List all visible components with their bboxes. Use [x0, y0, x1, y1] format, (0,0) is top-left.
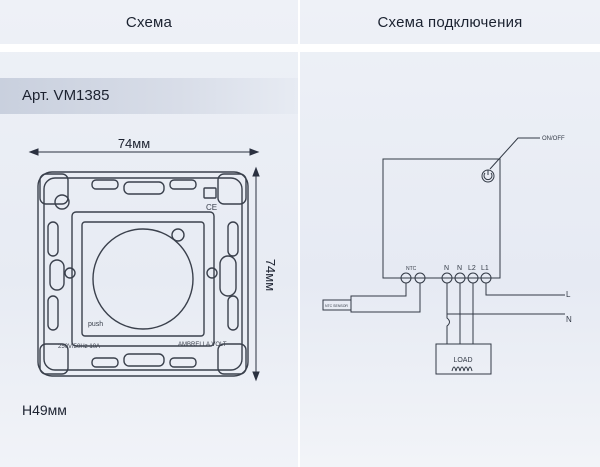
width-dimension: [28, 148, 260, 156]
height-dimension: [252, 166, 260, 382]
width-dim-label: 74мм: [118, 136, 150, 151]
wiring-diagram: ON/OFF NTC N N L2 L1 NTC SENSOR L N LOAD: [322, 136, 572, 375]
push-label: push: [88, 321, 103, 328]
device-drawing: 74мм 74мм: [28, 136, 278, 382]
right-panel: [300, 0, 600, 467]
load-label: LOAD: [453, 357, 472, 364]
scheme-header: Схема: [125, 13, 173, 31]
line-n-label: N: [566, 315, 572, 324]
terminal-label-l1: L1: [481, 265, 489, 272]
header-separator: [0, 44, 600, 52]
depth-label: H49мм: [22, 402, 67, 418]
terminal-label-n1: N: [444, 265, 449, 272]
terminal-label-n2: N: [457, 265, 462, 272]
rating-label: 250V/50Hz 10A: [58, 344, 100, 350]
load-box: [435, 343, 492, 375]
height-dim-label: 74мм: [263, 259, 278, 291]
onoff-label: ON/OFF: [542, 136, 565, 142]
article-label: Арт. VM1385: [22, 87, 110, 104]
device-frame: [37, 171, 249, 377]
brand-label: AMBRELLA VOLT: [178, 342, 227, 348]
column-divider: [298, 0, 300, 467]
ntc-terminal-label: NTC: [406, 266, 417, 272]
ntc-sensor-box: [322, 299, 352, 311]
terminal-label-l2: L2: [468, 265, 476, 272]
ntc-sensor-label: NTC SENSOR: [325, 304, 348, 308]
wiring-header: Схема подключения: [377, 13, 523, 31]
wiring-lines: [322, 137, 565, 375]
line-l-label: L: [566, 290, 571, 299]
ce-mark: CE: [206, 203, 217, 212]
article-band: [0, 78, 298, 114]
